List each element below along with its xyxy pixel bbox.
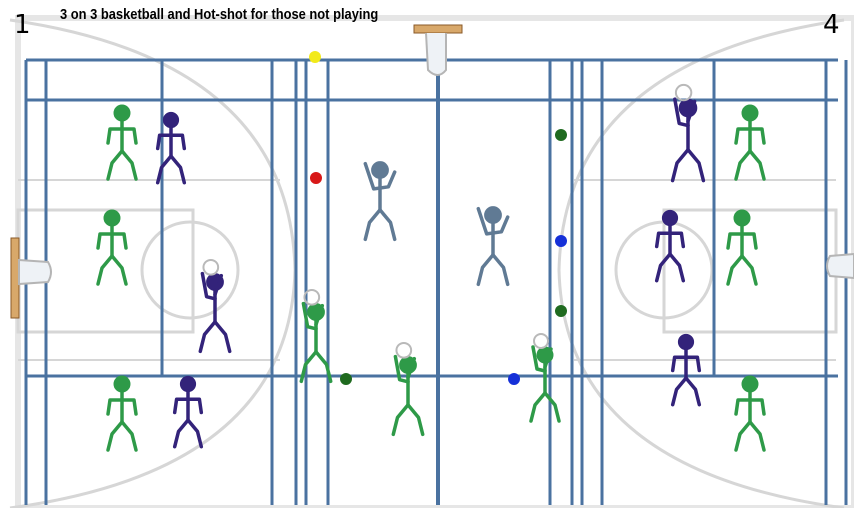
basketball-hoop-icon: [414, 25, 462, 75]
stick-figure-icon: [98, 210, 126, 284]
green-marker-dot: [555, 129, 567, 141]
stick-figure-icon: [365, 162, 394, 240]
green-marker-dot: [340, 373, 352, 385]
diagram-title: 3 on 3 basketball and Hot-shot for those…: [60, 6, 378, 23]
stick-figure-icon: [673, 334, 700, 404]
blue-marker-dot: [555, 235, 567, 247]
court-number-right: 4: [823, 10, 840, 40]
court-lines: [26, 60, 846, 505]
stick-figure-icon: [728, 210, 756, 284]
blue-marker-dot: [508, 373, 520, 385]
stick-figure-icon: [175, 376, 202, 446]
stick-figure-icon: [478, 207, 507, 285]
stick-figure-icon: [736, 376, 764, 450]
left-free-throw-circle: [142, 222, 238, 318]
green-marker-dot: [555, 305, 567, 317]
stick-figure-icon: [200, 260, 229, 351]
left-three-point-arc: [10, 20, 295, 508]
basketball-hoop-icon: [827, 254, 854, 278]
court-arcs: [10, 20, 844, 508]
stick-figure-icon: [108, 376, 136, 450]
stick-figure-icon: [108, 105, 136, 179]
yellow-marker-dot: [309, 51, 321, 63]
court-number-left: 1: [14, 10, 31, 40]
red-marker-dot: [310, 172, 322, 184]
stick-figure-icon: [393, 343, 422, 434]
stick-figure-icon: [736, 105, 764, 179]
